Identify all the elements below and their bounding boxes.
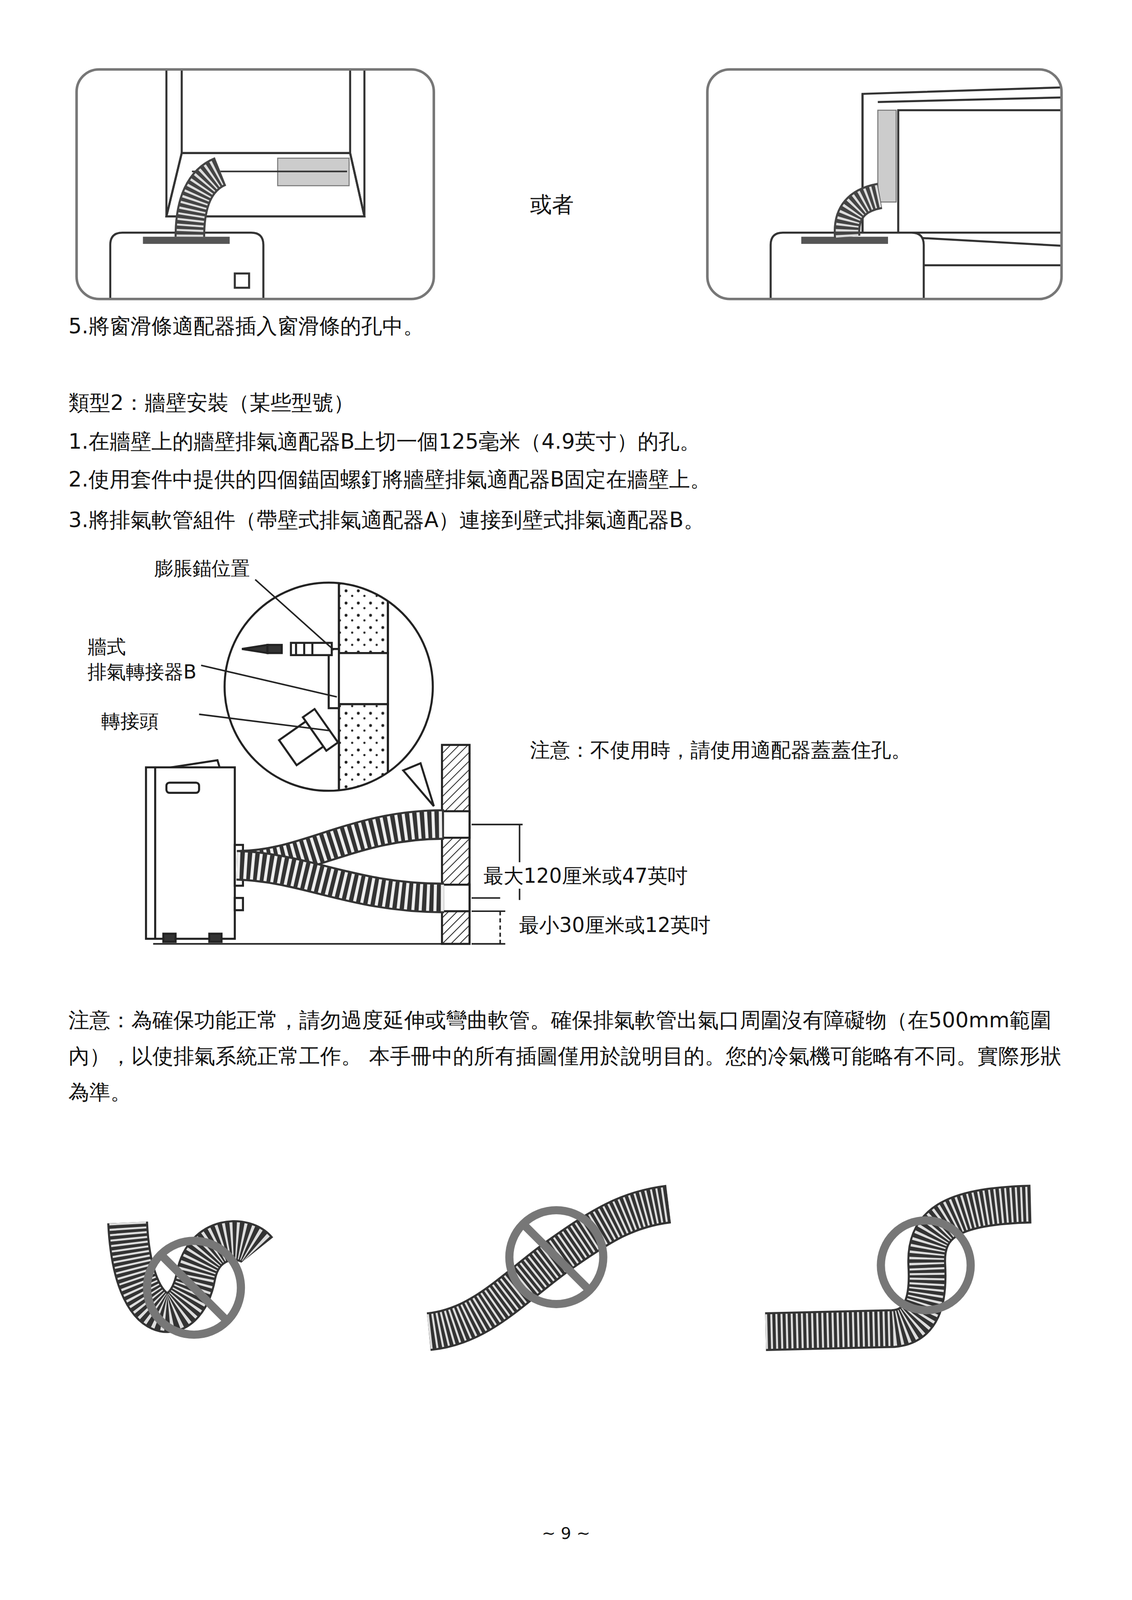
step-text: 2.使用套件中提供的四個錨固螺釘將牆壁排氣適配器B固定在牆壁上。 (68, 466, 712, 494)
part-label: 牆式 排氣轉接器B (87, 634, 211, 685)
step-text: 3.將排氣軟管組件（帶壁式排氣適配器A）連接到壁式排氣適配器B。 (68, 506, 705, 535)
part-label: 轉接頭 (101, 709, 159, 735)
alt-word: 或者 (529, 190, 574, 219)
part-label: 膨脹錨位置 (154, 556, 250, 582)
page-number: ~ 9 ~ (0, 1523, 1132, 1545)
note-paragraph: 注意：為確保功能正常，請勿過度延伸或彎曲軟管。確保排氣軟管出氣口周圍沒有障礙物（… (68, 1002, 1063, 1111)
step-text: 5.將窗滑條適配器插入窗滑條的孔中。 (68, 312, 425, 341)
step-text: 1.在牆壁上的牆壁排氣適配器B上切一個125毫米（4.9英寸）的孔。 (68, 428, 701, 456)
dimension-label: 最大120厘米或47英吋 (481, 862, 690, 889)
section-heading: 類型2：牆壁安裝（某些型號） (68, 389, 355, 417)
note-text: 注意：不使用時，請使用適配器蓋蓋住孔。 (529, 737, 912, 764)
dimension-label: 最小30厘米或12英吋 (517, 912, 713, 939)
